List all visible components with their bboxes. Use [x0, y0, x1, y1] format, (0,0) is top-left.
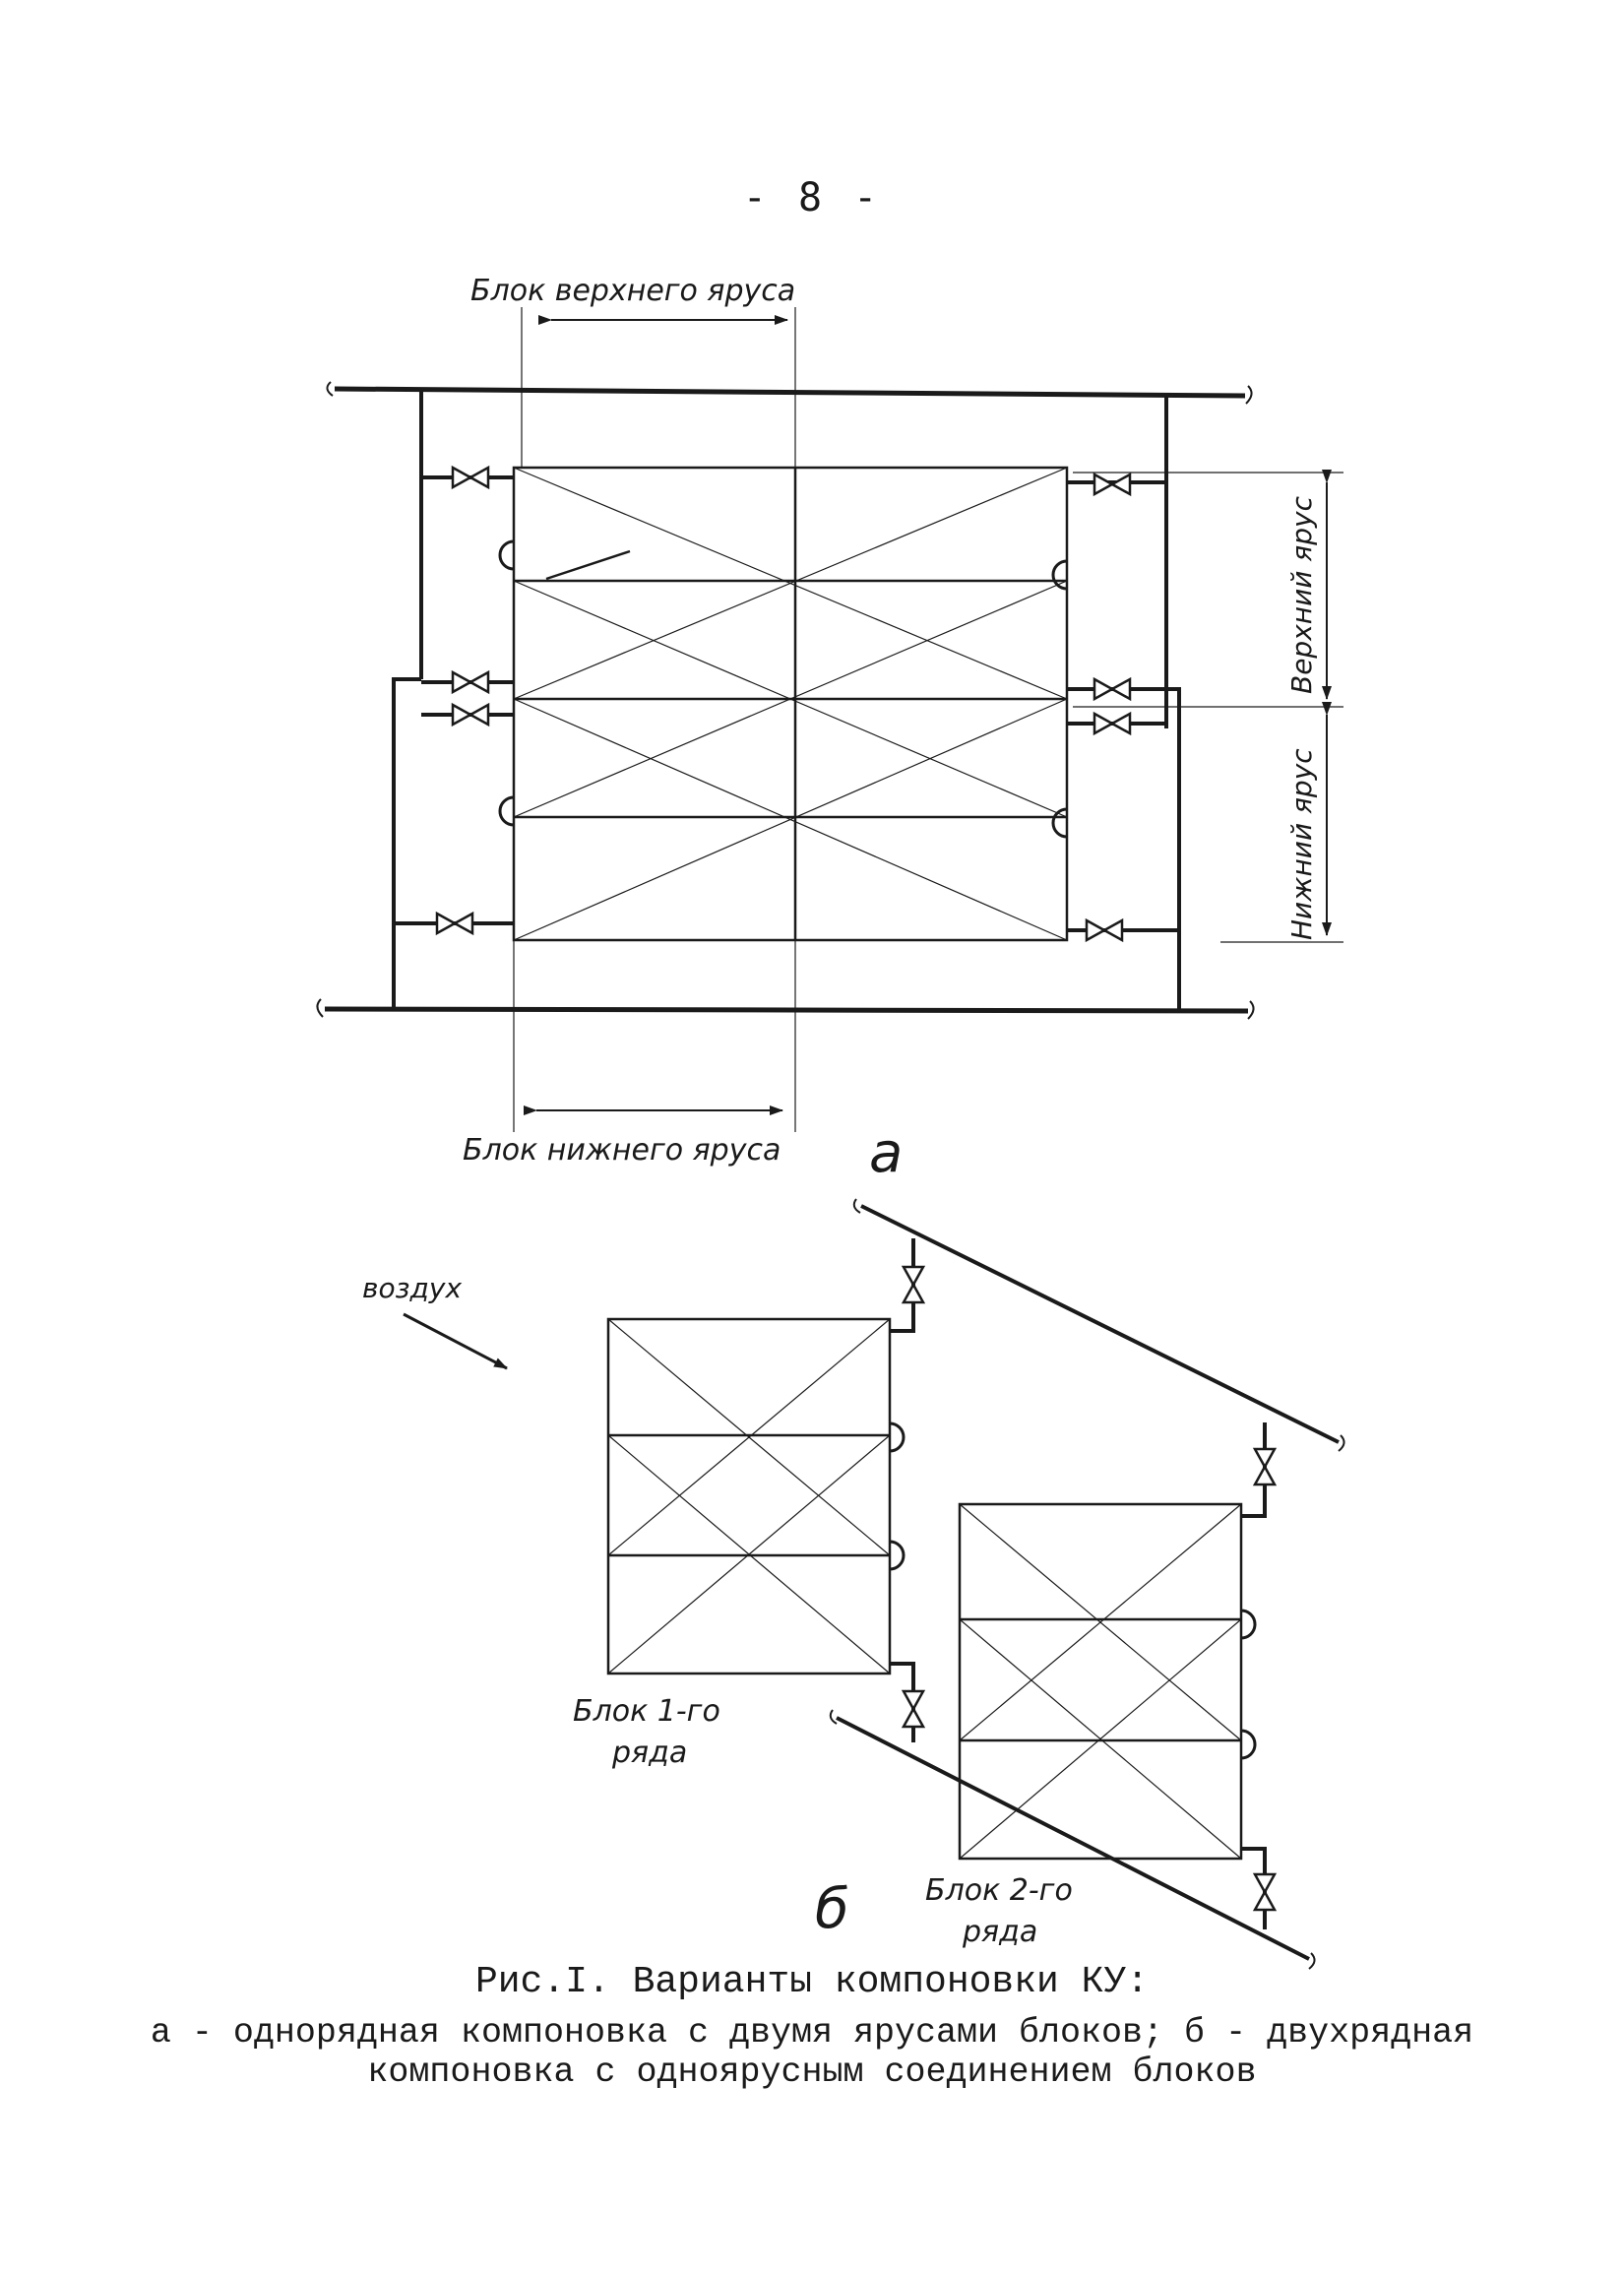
bottom-header-pipe	[316, 998, 1255, 1020]
valve-icon	[902, 1265, 925, 1304]
block-row-2	[958, 1502, 1257, 1861]
upper-block-label: Блок верхнего яруса	[470, 274, 795, 308]
row1-piping	[890, 1238, 915, 1742]
valve-icon	[1085, 918, 1124, 942]
upper-tier-label: Верхний ярус	[1285, 495, 1318, 694]
valve-icon	[451, 670, 490, 694]
valve-icon	[1253, 1872, 1277, 1912]
valve-icon	[451, 466, 490, 489]
valve-icon	[1093, 677, 1132, 701]
figure-b	[403, 1198, 1345, 1970]
valve-icon	[902, 1689, 925, 1729]
block-cross-lines-a	[513, 467, 1068, 941]
valve-icon	[451, 703, 490, 726]
valve-icon	[435, 912, 474, 935]
figure-caption-line-2: компоновка с одноярусным соединением бло…	[367, 2053, 1257, 2092]
upper-diagonal-header	[852, 1198, 1345, 1452]
valve-icon	[1093, 712, 1132, 735]
block-row1-label-2: ряда	[611, 1736, 687, 1770]
lower-block-label: Блок нижнего яруса	[463, 1133, 781, 1168]
top-header-pipe	[326, 381, 1253, 405]
variant-b-label: б	[815, 1877, 849, 1941]
figure-caption-title: Рис.I. Варианты компоновки КУ:	[474, 1961, 1150, 2003]
valve-icon	[1253, 1447, 1277, 1486]
heat-exchanger-blocks-a	[512, 466, 1069, 942]
variant-a-label: а	[869, 1121, 903, 1185]
block-row-1	[606, 1317, 906, 1675]
valve-icon	[1093, 473, 1132, 496]
dimension-lines	[513, 307, 1343, 1132]
block-row2-label: Блок 2-го	[925, 1873, 1073, 1908]
figure-caption-line-1: а - однорядная компоновка с двумя ярусам…	[150, 2013, 1474, 2053]
page-number: - 8 -	[742, 175, 882, 221]
block-row1-label: Блок 1-го	[573, 1694, 720, 1729]
air-label: воздух	[362, 1272, 462, 1304]
row2-piping	[1241, 1422, 1267, 1929]
lower-tier-label: Нижний ярус	[1285, 748, 1318, 940]
lower-diagonal-header	[829, 1709, 1316, 1970]
block-row2-label-2: ряда	[962, 1915, 1037, 1949]
airflow-arrow-icon	[403, 1312, 508, 1370]
figure-a	[316, 307, 1343, 1132]
